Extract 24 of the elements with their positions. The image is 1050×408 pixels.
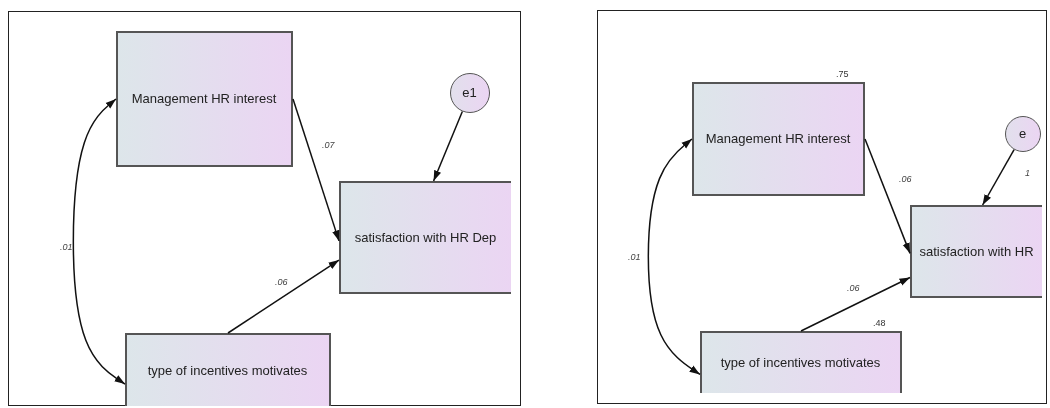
path-coefficient: 1 [1025,168,1030,178]
variable-label: satisfaction with HR Dep [354,229,497,245]
diagram-panel [597,10,1047,404]
variable-label: Management HR interest [131,91,277,106]
variable-box [338,180,511,294]
variance-value: .48 [873,317,886,328]
variable-box [115,30,293,167]
error-circle [1004,115,1041,152]
path-coefficient: .01 [60,242,73,252]
variable-label: satisfaction with HR [919,243,1034,259]
variable-label: e [1018,126,1027,141]
path-coefficient: .06 [275,277,288,287]
path-coefficient: .07 [322,140,335,150]
path-coefficient: .06 [899,174,912,184]
variable-label: e1 [462,85,477,100]
path-coefficient: .01 [628,252,641,262]
diagram-panel [8,11,521,406]
variable-label: type of incentives motivates [720,355,881,370]
variable-label: Management HR interest [705,131,851,146]
variable-label: type of incentives motivates [147,362,308,378]
variance-value: .75 [836,68,849,79]
variable-box [909,204,1042,298]
variable-box [124,332,331,406]
path-coefficient: .06 [847,283,860,293]
